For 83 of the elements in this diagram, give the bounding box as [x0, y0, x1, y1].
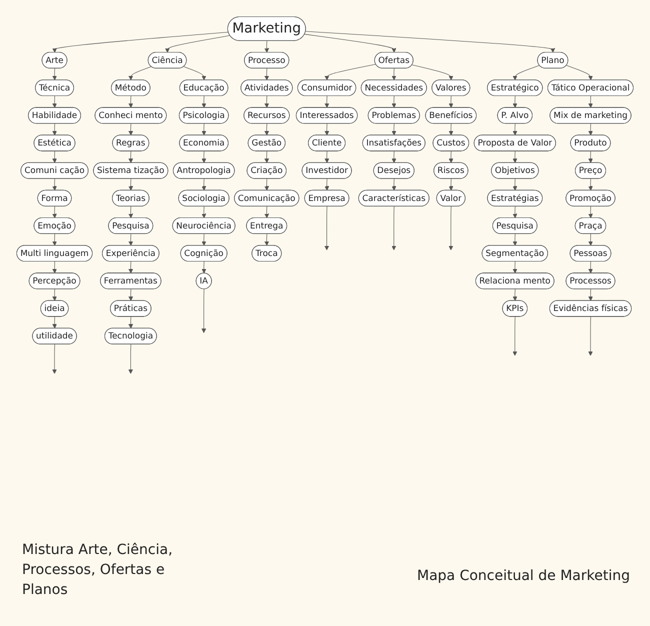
arrow	[202, 206, 206, 218]
arrow	[324, 178, 330, 191]
arrow	[202, 150, 206, 164]
arrow	[392, 123, 396, 136]
arrow	[512, 206, 518, 218]
arrow	[448, 123, 454, 136]
arrow	[392, 150, 396, 164]
arrow	[588, 96, 593, 108]
arrow	[128, 150, 134, 164]
arrow	[202, 123, 206, 136]
arrow	[264, 40, 270, 53]
arrow	[512, 150, 518, 164]
arrow	[304, 34, 396, 53]
arrow	[588, 261, 593, 274]
arrow	[202, 261, 206, 274]
arrow	[264, 123, 270, 136]
arrow	[588, 206, 593, 218]
arrow	[324, 123, 330, 136]
caption: Mapa Conceitual de Marketing	[417, 568, 630, 584]
arrow	[448, 150, 454, 164]
arrow	[52, 96, 57, 108]
arrow	[52, 123, 57, 136]
arrow	[52, 68, 57, 80]
arrow	[52, 288, 57, 301]
arrow	[52, 234, 57, 246]
arrow	[128, 66, 152, 80]
arrow	[128, 261, 134, 274]
arrow	[512, 178, 518, 191]
arrow	[52, 261, 57, 274]
arrow	[392, 96, 396, 108]
arrow	[264, 206, 270, 218]
arrow	[324, 206, 330, 250]
arrow	[512, 288, 518, 301]
arrow	[588, 123, 593, 136]
arrow	[128, 178, 134, 191]
arrow	[588, 150, 593, 164]
arrow	[566, 65, 593, 80]
arrow	[128, 288, 134, 301]
arrow	[588, 316, 593, 356]
arrow	[52, 178, 57, 191]
arrow	[412, 64, 454, 80]
arrow	[52, 32, 229, 53]
arrow	[128, 206, 134, 218]
arrow	[128, 96, 134, 108]
arrow	[202, 96, 206, 108]
arrow	[264, 178, 270, 191]
arrow	[128, 234, 134, 246]
arrow	[392, 178, 396, 191]
arrow	[52, 206, 57, 218]
arrow	[512, 261, 518, 274]
arrow	[202, 178, 206, 191]
arrow	[588, 288, 593, 301]
arrow	[448, 178, 454, 191]
arrow	[52, 150, 57, 164]
note-text: Mistura Arte, Ciência, Processos, Ofertas e Planos	[22, 541, 174, 600]
arrow	[52, 344, 57, 374]
arrow	[588, 234, 593, 246]
arrow	[52, 316, 57, 329]
arrow	[128, 123, 134, 136]
arrow	[512, 234, 518, 246]
arrow	[264, 234, 270, 246]
arrow	[448, 206, 454, 250]
arrow	[512, 65, 540, 80]
arrow	[324, 150, 330, 164]
arrow	[264, 96, 270, 108]
arrow	[512, 123, 518, 136]
arrow	[184, 66, 206, 80]
arrow	[512, 316, 518, 356]
arrow	[128, 316, 134, 329]
arrow	[324, 96, 330, 108]
arrow	[305, 31, 556, 53]
arrow	[128, 344, 134, 374]
arrow	[324, 64, 376, 80]
arrow	[588, 178, 593, 191]
arrow	[202, 234, 206, 246]
arrow	[448, 96, 454, 108]
arrow	[202, 288, 206, 334]
arrow	[512, 96, 518, 108]
arrow	[165, 35, 230, 53]
arrow	[392, 206, 396, 250]
arrow	[264, 68, 270, 80]
arrow	[264, 150, 270, 164]
arrow	[392, 68, 396, 80]
